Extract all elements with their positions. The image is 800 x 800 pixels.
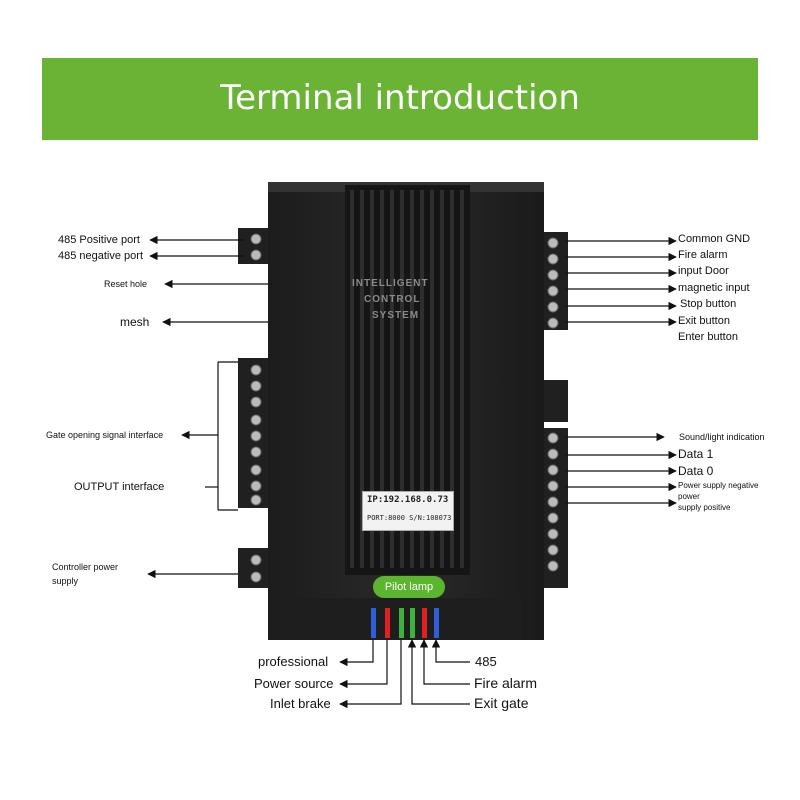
- serial-port: PORT:8000 S/N:108073: [367, 514, 452, 522]
- label-stop-button: Stop button: [680, 298, 737, 310]
- label-data-1: Data 1: [678, 447, 714, 461]
- label-psu-positive: supply positive: [678, 503, 731, 512]
- banner-title: Terminal introduction: [220, 78, 580, 118]
- serial-ip: IP:192.168.0.73: [367, 495, 449, 505]
- label-exit-gate: Exit gate: [474, 695, 529, 711]
- panel-text-1: INTELLIGENT: [352, 278, 429, 289]
- panel-text-3: SYSTEM: [372, 310, 420, 321]
- label-enter-button: Enter button: [678, 331, 738, 343]
- title-banner: Terminal introduction: [42, 58, 758, 140]
- label-fire-alarm-bottom: Fire alarm: [474, 675, 538, 691]
- label-inlet-brake: Inlet brake: [270, 696, 331, 711]
- label-mesh: mesh: [120, 315, 150, 329]
- label-485: 485: [475, 654, 497, 669]
- label-professional: professional: [258, 654, 329, 669]
- label-psu-negative: Power supply negative power: [678, 481, 759, 501]
- panel-text-2: CONTROL: [364, 294, 421, 305]
- label-exit-button: Exit button: [678, 315, 730, 327]
- label-input-door: input Door: [678, 265, 729, 277]
- label-magnetic-input: magnetic input: [678, 282, 750, 294]
- label-485-negative: 485 negative port: [58, 250, 144, 262]
- label-power-source: Power source: [254, 676, 334, 691]
- label-data-0: Data 0: [678, 464, 714, 478]
- label-485-positive: 485 Positive port: [58, 234, 140, 246]
- label-reset-hole: Reset hole: [104, 279, 148, 289]
- label-sound-light: Sound/light indication: [679, 432, 765, 442]
- pilot-lamp-badge: Pilot lamp: [373, 576, 445, 598]
- label-gate-signal: Gate opening signal interface: [46, 430, 164, 440]
- label-output-interface: OUTPUT interface: [74, 481, 165, 493]
- label-controller-power: Controller power supply: [52, 562, 119, 586]
- label-common-gnd: Common GND: [678, 233, 751, 245]
- label-fire-alarm: Fire alarm: [678, 249, 728, 261]
- serial-sticker: IP:192.168.0.73 PORT:8000 S/N:108073: [362, 491, 454, 531]
